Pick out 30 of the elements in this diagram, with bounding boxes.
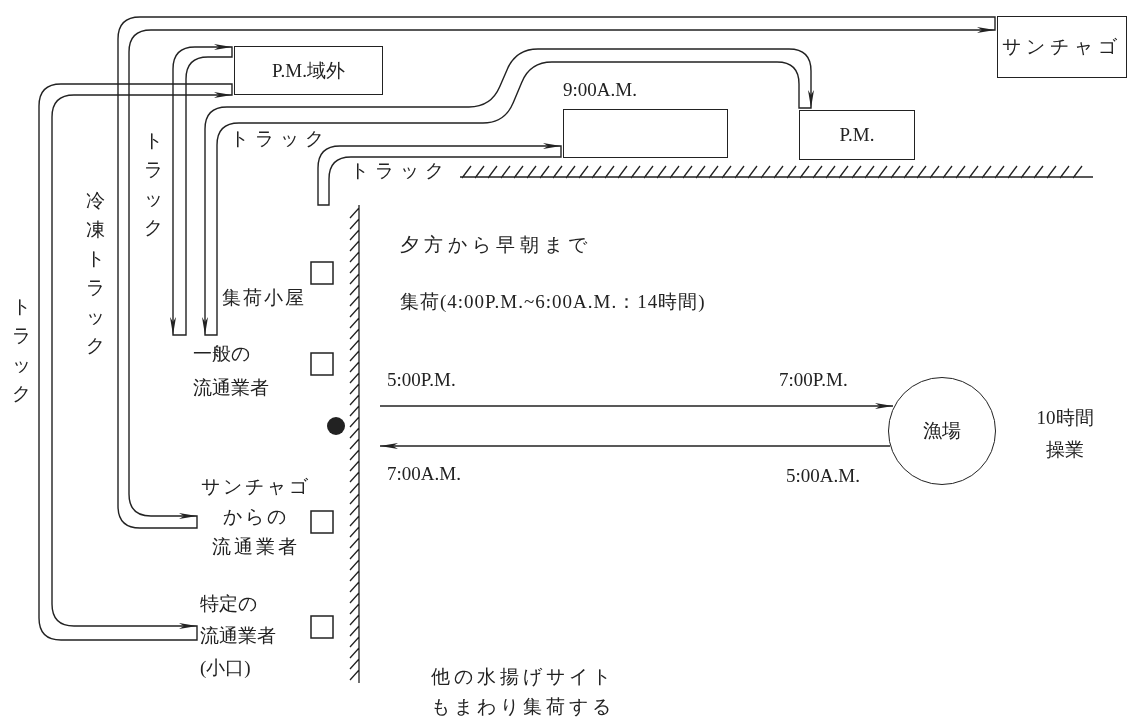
side-note: 10時間操業	[1035, 406, 1095, 462]
note-text: 他の水揚げサイトもまわり集荷する	[431, 665, 615, 719]
road-arrow	[202, 48, 814, 336]
place-box: P.M.	[799, 110, 915, 160]
note-text: 集荷小屋	[222, 287, 306, 310]
edge-label: トラック	[10, 295, 32, 406]
arrow	[379, 443, 891, 449]
road-arrow	[117, 16, 996, 529]
side-note: 9:00A.M.	[563, 79, 637, 102]
edge-label: 冷凍トラック	[84, 189, 106, 358]
note-text: 5:00P.M.	[387, 369, 456, 392]
note-text: 7:00P.M.	[779, 369, 848, 392]
circle-node: 漁場	[888, 377, 996, 485]
note-text: 7:00A.M.	[387, 463, 461, 486]
note-text: 集荷(4:00P.M.~6:00A.M.：14時間)	[400, 291, 706, 314]
place-label: 特定の流通業者(小口)	[200, 588, 276, 684]
place-box: サンチャゴ	[997, 16, 1127, 78]
edge-label: トラック	[142, 129, 164, 240]
place-box	[563, 109, 728, 158]
arrow	[379, 403, 894, 409]
road-arrow	[38, 83, 233, 641]
road-arrow	[317, 143, 562, 206]
place-label: 一般の流通業者	[193, 337, 269, 405]
edge-label: トラック	[230, 128, 330, 151]
note-text: 夕方から早朝まで	[400, 234, 592, 257]
place-label: サンチャゴからの流通業者	[190, 472, 322, 562]
road-arrow	[170, 44, 233, 336]
note-text: 5:00A.M.	[786, 465, 860, 488]
place-box: P.M.域外	[234, 46, 383, 95]
edge-label: トラック	[350, 160, 450, 183]
